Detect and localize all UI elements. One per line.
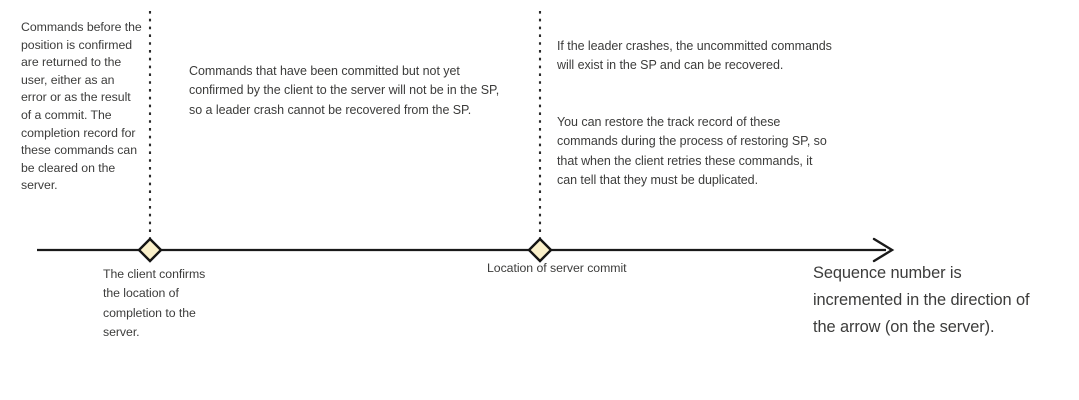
axis-arrowhead-icon bbox=[872, 237, 895, 263]
note-middle-top: Commands that have been committed but no… bbox=[189, 64, 503, 117]
note-sequence-direction: Sequence number is incremented in the di… bbox=[813, 264, 1034, 336]
note-left-top: Commands before the position is confirme… bbox=[21, 20, 146, 193]
diamond-icon bbox=[527, 237, 553, 263]
server-commit-marker[interactable] bbox=[527, 237, 553, 263]
label-server-commit: Location of server commit bbox=[487, 261, 627, 275]
note-right-top-first: If the leader crashes, the uncommitted c… bbox=[557, 39, 836, 73]
client-confirm-marker[interactable] bbox=[137, 237, 163, 263]
diamond-icon bbox=[137, 237, 163, 263]
note-client-confirm: The client confirms the location of comp… bbox=[103, 267, 209, 340]
note-right-top-second: You can restore the track record of thes… bbox=[557, 115, 831, 188]
